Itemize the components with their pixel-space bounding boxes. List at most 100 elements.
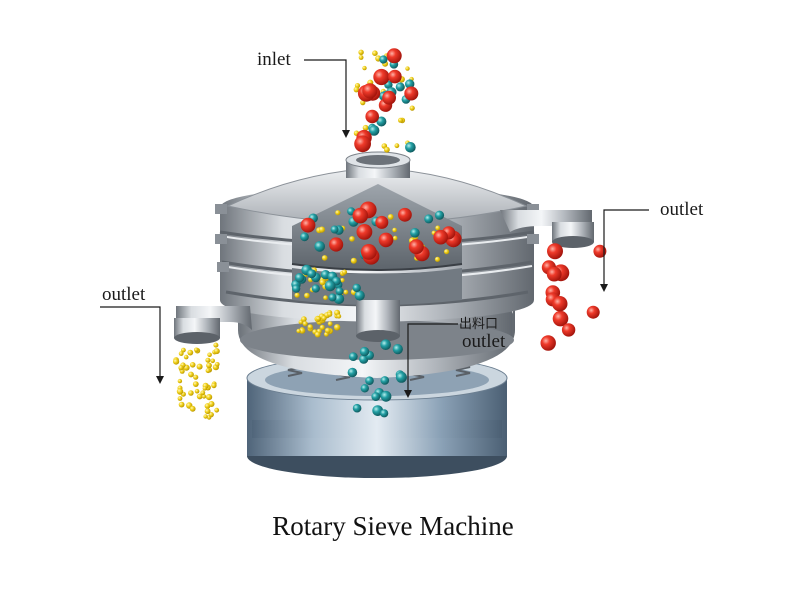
medium-particle <box>330 225 339 234</box>
large-particle <box>360 244 377 260</box>
large-particle <box>373 68 390 86</box>
fine-particle <box>343 289 349 295</box>
label-inlet: inlet <box>257 49 291 70</box>
medium-particle <box>395 82 405 92</box>
medium-particle <box>392 344 403 355</box>
fine-particle <box>177 396 183 401</box>
fine-particle <box>358 55 364 60</box>
large-particle <box>352 207 369 224</box>
inlet-arrow-icon <box>342 130 350 138</box>
fine-particle <box>214 407 220 413</box>
fine-particle <box>177 378 183 384</box>
arrow-heads <box>156 130 608 398</box>
fine-particle <box>178 365 184 371</box>
fine-particle <box>358 49 364 55</box>
fine-particle <box>350 257 357 264</box>
fine-particle <box>434 256 441 262</box>
large-particle <box>586 305 600 319</box>
large-particle <box>398 207 412 222</box>
medium-particle <box>328 293 337 302</box>
fine-particle <box>178 351 184 356</box>
fine-particle <box>202 386 207 391</box>
large-particle <box>386 48 402 64</box>
leader-lines <box>100 59 649 392</box>
fine-particle <box>189 405 196 412</box>
large-particle <box>378 232 394 248</box>
medium-particle <box>352 403 362 413</box>
medium-particle <box>368 125 380 136</box>
outlet-left-arrow-icon <box>156 376 164 384</box>
fine-particle <box>435 225 441 231</box>
fine-particle <box>349 236 355 242</box>
fine-particle <box>336 314 342 319</box>
fine-particle <box>183 354 189 360</box>
large-particle <box>593 244 607 258</box>
fine-particle <box>187 349 194 356</box>
medium-particle <box>371 392 381 401</box>
label-outlet-center: outlet <box>462 331 506 352</box>
medium-particle <box>352 283 361 293</box>
fine-particle <box>444 249 450 255</box>
outlet-spout-right <box>500 210 594 248</box>
fine-particle <box>362 124 369 131</box>
fine-particle <box>196 393 203 400</box>
large-particle <box>365 109 380 124</box>
large-particle <box>356 224 373 240</box>
large-particle <box>388 69 402 84</box>
fine-particle <box>181 347 186 353</box>
fine-particle <box>213 348 220 355</box>
fine-particle <box>304 292 310 299</box>
fine-particle <box>319 324 325 330</box>
medium-particle <box>379 55 388 64</box>
fine-particle <box>392 227 397 233</box>
large-particle <box>300 217 316 233</box>
fine-particle <box>205 368 211 374</box>
fine-particle <box>211 382 217 389</box>
fine-particle <box>387 214 394 220</box>
label-outlet-left: outlet <box>102 284 146 305</box>
fine-particle <box>384 146 390 153</box>
large-particle <box>329 237 344 252</box>
label-outlet-right: outlet <box>660 199 704 220</box>
fine-particle <box>394 143 400 149</box>
medium-particle <box>380 339 392 351</box>
medium-particle <box>395 371 407 383</box>
fine-particle <box>307 324 313 330</box>
medium-particle <box>424 214 434 224</box>
medium-particle <box>347 367 358 378</box>
fine-particle <box>340 278 345 283</box>
medium-particle <box>376 116 387 127</box>
outlet-spout-left <box>174 306 252 344</box>
fine-particle <box>335 210 341 216</box>
fine-particle <box>208 401 215 407</box>
medium-particle <box>292 284 301 293</box>
large-particle <box>354 135 371 153</box>
fine-particle <box>398 117 403 123</box>
fine-particle <box>192 381 199 387</box>
large-particle <box>552 310 569 327</box>
fine-particle <box>319 279 326 286</box>
outlet-center-arrow-icon <box>404 390 412 398</box>
fine-particle <box>341 269 348 275</box>
fine-particle <box>409 105 415 111</box>
large-particle <box>540 335 556 351</box>
medium-particle <box>434 210 445 220</box>
outlet-spout-center <box>356 300 400 342</box>
fine-particle <box>188 390 194 396</box>
fine-particle <box>327 311 333 317</box>
large-particle <box>547 243 563 260</box>
large-particle <box>382 90 396 105</box>
medium-particle <box>410 228 420 238</box>
medium-particle <box>348 352 358 361</box>
fine-particle <box>392 235 398 241</box>
fine-particle <box>327 321 333 327</box>
medium-particle <box>360 384 369 393</box>
fine-particle <box>362 65 367 71</box>
large-particle <box>546 266 562 282</box>
fine-particle <box>207 352 212 358</box>
fine-particle <box>173 358 180 365</box>
fine-particle <box>215 362 220 367</box>
fine-particle <box>323 295 328 301</box>
large-particle <box>561 323 576 337</box>
fine-particle <box>318 226 325 233</box>
